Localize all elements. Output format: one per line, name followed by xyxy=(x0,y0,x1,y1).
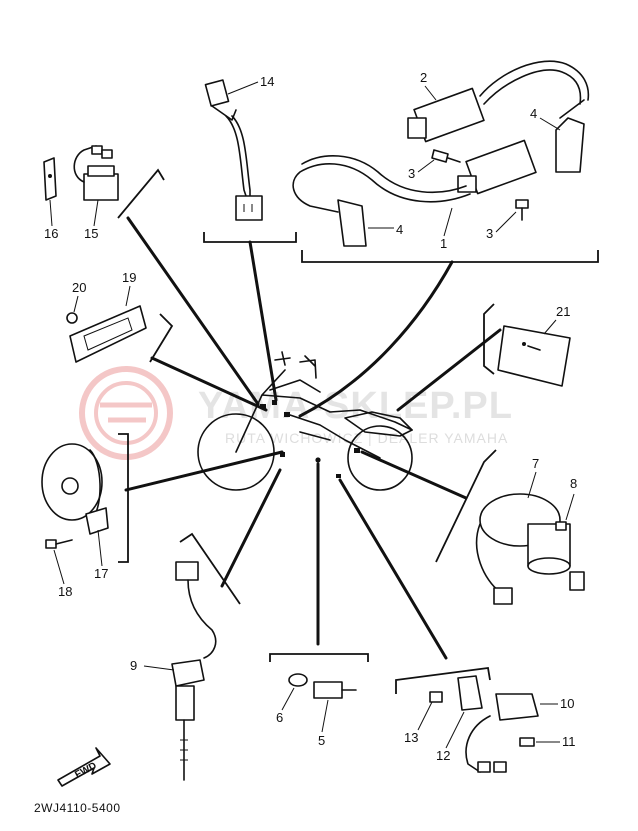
callout-11: 11 xyxy=(562,734,576,749)
callout-19: 19 xyxy=(122,270,136,285)
oil-level-sender xyxy=(269,653,369,699)
rear-brake-switch xyxy=(395,666,539,773)
callout-12: 12 xyxy=(436,748,450,763)
relay-assembly xyxy=(43,145,165,219)
callout-21: 21 xyxy=(556,304,570,319)
callout-13: 13 xyxy=(404,730,418,745)
ignition-coil-group xyxy=(292,60,599,263)
callout-6: 6 xyxy=(276,710,283,725)
callout-1: 1 xyxy=(440,236,447,251)
callout-7: 7 xyxy=(532,456,539,471)
watermark: YAMA-SKLEP.PL RUTA WICHOWICZ | DEALER YA… xyxy=(79,366,513,460)
motorcycle-outline xyxy=(197,351,413,491)
location-markers xyxy=(260,400,360,478)
callout-4b: 4 xyxy=(396,222,403,237)
callout-5: 5 xyxy=(318,733,325,748)
callout-3a: 3 xyxy=(408,166,415,181)
callout-16: 16 xyxy=(44,226,58,241)
leader-lines xyxy=(124,216,502,660)
callout-2: 2 xyxy=(420,70,427,85)
main-switch xyxy=(435,449,585,605)
watermark-title: YAMA-SKLEP.PL xyxy=(198,385,513,427)
callout-15: 15 xyxy=(84,226,98,241)
forward-arrow-icon xyxy=(57,747,111,787)
front-brake-switch xyxy=(203,79,297,243)
forward-direction-indicator: FWD xyxy=(57,747,111,787)
callout-10: 10 xyxy=(560,696,574,711)
watermark-logo-icon xyxy=(79,366,173,460)
forward-label: FWD xyxy=(73,760,98,780)
watermark-subtitle: RUTA WICHOWICZ | DEALER YAMAHA xyxy=(225,430,508,446)
callout-14: 14 xyxy=(260,74,274,89)
callout-9: 9 xyxy=(130,658,137,673)
callout-3b: 3 xyxy=(486,226,493,241)
callout-labels: 1 2 3 3 4 4 5 6 7 8 9 10 11 12 13 14 15 … xyxy=(44,70,577,763)
diagram-code: 2WJ4110-5400 xyxy=(34,801,121,815)
horn-assembly xyxy=(41,433,129,563)
neutral-sensor xyxy=(171,532,241,781)
callout-18: 18 xyxy=(58,584,72,599)
side-reflector xyxy=(66,305,174,363)
callout-4a: 4 xyxy=(530,106,537,121)
callout-17: 17 xyxy=(94,566,108,581)
callout-20: 20 xyxy=(72,280,86,295)
rear-reflector xyxy=(483,303,571,387)
callout-8: 8 xyxy=(570,476,577,491)
